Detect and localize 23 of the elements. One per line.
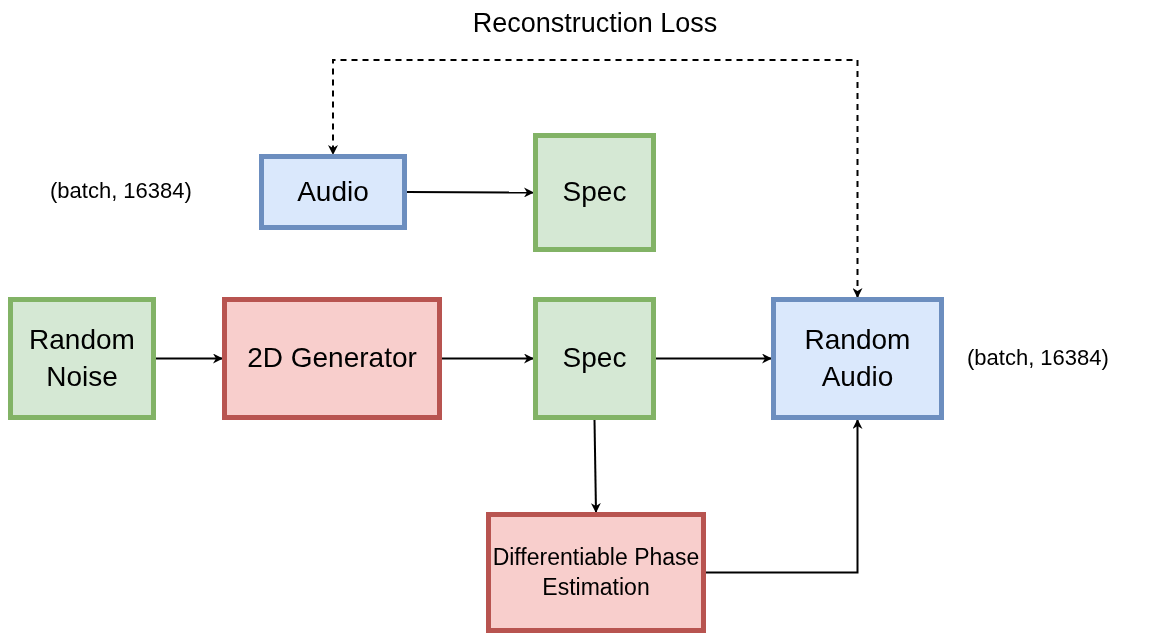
node-label: Random Audio [803, 323, 912, 394]
arrow [406, 187, 534, 198]
process-box [8, 297, 156, 420]
shape-annotation: (batch, 16384) [50, 178, 192, 204]
shape-annotation: (batch, 16384) [967, 345, 1109, 371]
arrow [590, 419, 601, 513]
process-box [486, 512, 706, 633]
node-label: Spec [562, 175, 627, 210]
arrow [155, 353, 223, 364]
arrow [441, 353, 534, 364]
process-box [533, 297, 656, 420]
node-label: 2D Generator [247, 341, 417, 376]
process-box [259, 154, 407, 230]
process-box [533, 133, 656, 252]
node-label: Spec [562, 341, 627, 376]
node-label: Differentiable Phase Estimation [491, 542, 701, 602]
arrow [705, 419, 863, 574]
process-box [222, 297, 442, 420]
node-label: Audio [297, 174, 369, 209]
node-label: Random Noise [28, 323, 136, 394]
arrow [655, 353, 772, 364]
process-box [771, 297, 944, 420]
dashed-arrow [328, 59, 863, 298]
